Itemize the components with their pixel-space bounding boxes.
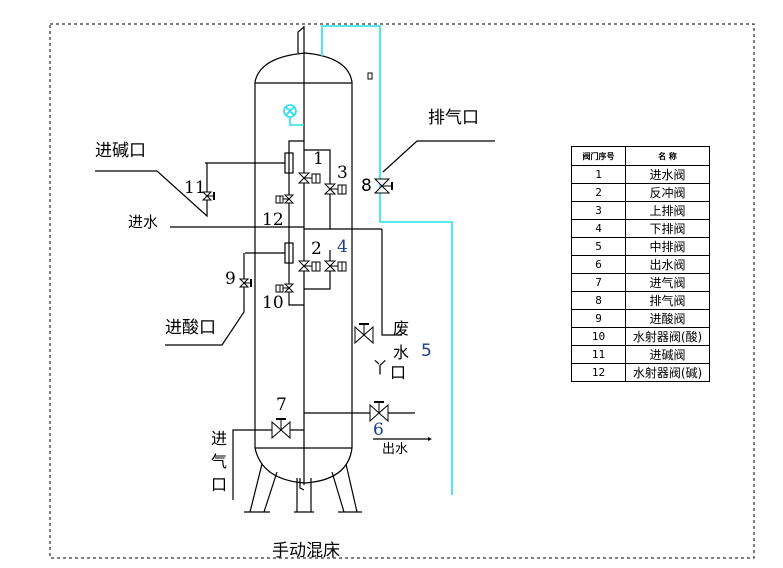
vessel (254, 26, 353, 485)
legend-valve-name: 出水阀 (625, 255, 710, 274)
acid-inlet-label: 进酸口 (165, 318, 216, 338)
legend-header-row: 阀门序号 名 称 (571, 146, 710, 166)
legend-valve-name: 进碱阀 (625, 345, 710, 364)
vent-outlet-line (382, 140, 495, 173)
legend-valve-number: 12 (571, 363, 626, 382)
valve-10-icon (275, 283, 295, 293)
valve-number-10: 10 (262, 293, 284, 313)
drawing-frame (49, 23, 755, 559)
legend-valve-name: 进酸阀 (625, 309, 710, 328)
legend-valve-number: 5 (571, 237, 626, 256)
legend-valve-number: 9 (571, 309, 626, 328)
vent-air-pipe (283, 25, 453, 495)
waste-water-char-1: 废 (392, 319, 409, 338)
legend-valve-number: 2 (571, 183, 626, 202)
valve-number-2: 2 (311, 239, 322, 259)
legend-valve-name: 中排阀 (625, 237, 710, 256)
legend-valve-name: 下排阀 (625, 219, 710, 238)
outlet-lines (304, 412, 432, 441)
valve-number-3: 3 (337, 163, 348, 183)
diagram-title: 手动混床 (272, 541, 340, 561)
valve-7-icon (271, 418, 291, 440)
legend-valve-name: 水射器阀(酸) (625, 327, 710, 346)
valve-number-8: 8 (361, 176, 372, 196)
valve-6-icon (369, 401, 389, 423)
alkali-inlet-line (95, 163, 208, 218)
waste-water-char-2: 水 (392, 343, 409, 362)
air-inlet-line (232, 429, 304, 500)
valve-2-icon (297, 260, 321, 272)
legend-valve-name: 上排阀 (625, 201, 710, 220)
legend-valve-number: 6 (571, 255, 626, 274)
air-inlet-char-1: 进 (210, 429, 227, 448)
valve-number-11: 11 (184, 178, 206, 198)
valve-number-6: 6 (373, 420, 384, 440)
outlet-water-label: 出水 (382, 442, 409, 457)
legend-valve-number: 11 (571, 345, 626, 364)
waste-water-char-3: 口 (389, 363, 406, 382)
valve-4-icon (323, 260, 347, 272)
legend-header-name: 名 称 (625, 146, 710, 166)
water-inlet-label: 进水 (128, 213, 159, 231)
valve-3-icon (323, 183, 347, 195)
air-inlet-char-2: 气 (210, 452, 227, 471)
valve-5-icon (354, 323, 374, 345)
valve-number-9: 9 (225, 269, 236, 289)
drain-symbol: 丫 (371, 358, 388, 377)
valve-8-icon (373, 178, 393, 194)
legend-valve-number: 1 (571, 165, 626, 184)
valve-number-4: 4 (337, 237, 348, 257)
valve-number-5: 5 (421, 341, 432, 361)
valve-number-7: 7 (276, 395, 287, 415)
valve-11-icon (201, 191, 215, 201)
valve-1-icon (297, 172, 321, 184)
valve-12-icon (275, 194, 295, 204)
valve-9-icon (238, 278, 252, 288)
legend-valve-name: 水射器阀(碱) (625, 363, 710, 382)
vessel-legs (244, 463, 362, 513)
legend-valve-number: 10 (571, 327, 626, 346)
legend-valve-number: 4 (571, 219, 626, 238)
legend-valve-name: 排气阀 (625, 291, 710, 310)
legend-valve-number: 3 (571, 201, 626, 220)
legend-valve-name: 进气阀 (625, 273, 710, 292)
sight-glass-icon (367, 72, 373, 80)
vent-label: 排气口 (428, 108, 479, 128)
legend-valve-name: 进水阀 (625, 165, 710, 184)
valve-number-12: 12 (262, 210, 284, 230)
legend-valve-name: 反冲阀 (625, 183, 710, 202)
legend-valve-number: 7 (571, 273, 626, 292)
valve-number-1: 1 (313, 149, 324, 169)
valve-manifold-piping (170, 140, 402, 336)
legend-header-number: 阀门序号 (571, 146, 626, 166)
air-inlet-char-3: 口 (210, 475, 227, 494)
alkali-inlet-label: 进碱口 (95, 141, 146, 161)
legend-valve-number: 8 (571, 291, 626, 310)
